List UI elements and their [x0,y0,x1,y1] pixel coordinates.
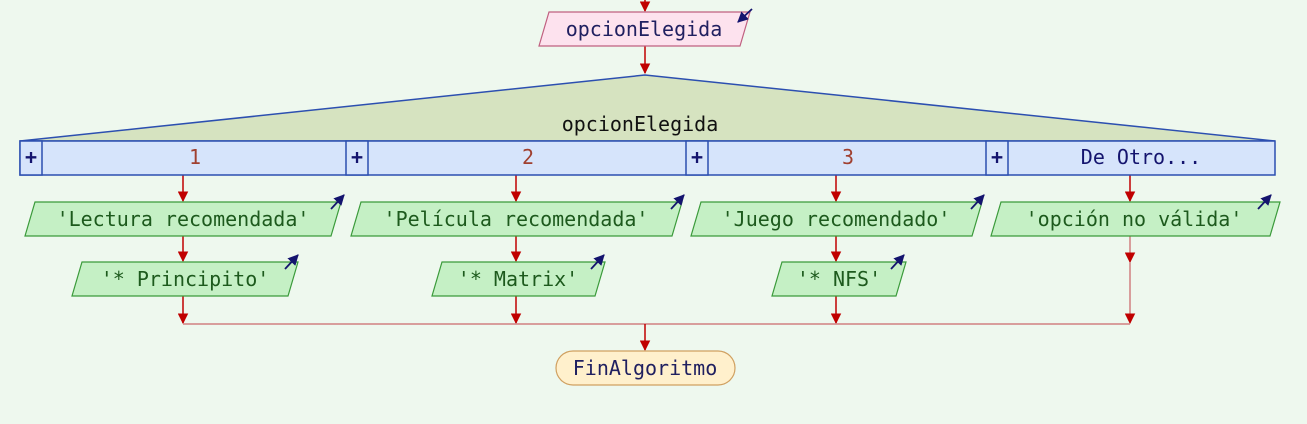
output-label: 'opción no válida' [1026,207,1243,231]
output-node[interactable]: 'Lectura recomendada' [24,194,345,237]
output-shape [990,201,1281,237]
expand-plus: + [691,145,703,169]
arrow-up-right-icon [330,194,345,210]
output-node[interactable]: '* Principito' [71,254,299,297]
arrow-down-left-icon [737,8,753,23]
output-shape [690,201,983,237]
arrow-up-right-icon [284,254,299,270]
output-shape [71,261,299,297]
case-label: 1 [189,145,201,169]
case-1[interactable]: + 1 [19,140,201,176]
output-label: 'Película recomendada' [384,207,649,231]
case-label: 3 [842,145,854,169]
case-2[interactable]: + 2 [345,140,534,176]
case-label: De Otro... [1081,145,1201,169]
output-node[interactable]: 'Juego recomendado' [690,194,985,237]
output-shape [431,261,606,297]
expand-plus: + [25,145,37,169]
expand-button[interactable] [19,140,43,176]
read-shape [538,11,751,47]
output-label: '* Principito' [101,267,270,291]
arrow-up-right-icon [970,194,985,210]
output-node[interactable]: '* Matrix' [431,254,606,297]
output-label: 'Lectura recomendada' [57,207,310,231]
output-shape [771,261,907,297]
read-label: opcionElegida [566,17,723,41]
output-label: '* Matrix' [458,267,578,291]
output-shape [24,201,342,237]
end-label: FinAlgoritmo [573,356,718,380]
connectors [177,0,1136,352]
expand-plus: + [351,145,363,169]
expand-button[interactable] [345,140,369,176]
end-shape [555,350,736,386]
expand-plus: + [991,145,1003,169]
expand-button[interactable] [985,140,1009,176]
arrow-up-right-icon [670,194,685,210]
case-3[interactable]: + 3 [685,140,854,176]
output-node[interactable]: 'Película recomendada' [350,194,685,237]
switch-node[interactable]: opcionElegida + 1 + 2 + 3 + De Otro... [19,74,1276,176]
arrow-up-right-icon [590,254,605,270]
end-node[interactable]: FinAlgoritmo [555,350,736,386]
output-label: 'Juego recomendado' [722,207,951,231]
switch-expression: opcionElegida [562,112,719,136]
output-node[interactable]: 'opción no válida' [990,194,1281,237]
output-shape [350,201,683,237]
read-node[interactable]: opcionElegida [538,8,753,47]
output-node[interactable]: '* NFS' [771,254,907,297]
arrow-up-right-icon [1257,194,1272,210]
expand-button[interactable] [685,140,709,176]
arrow-up-right-icon [890,254,905,270]
case-label: 2 [522,145,534,169]
case-other[interactable]: + De Otro... [985,140,1201,176]
output-label: '* NFS' [797,267,881,291]
